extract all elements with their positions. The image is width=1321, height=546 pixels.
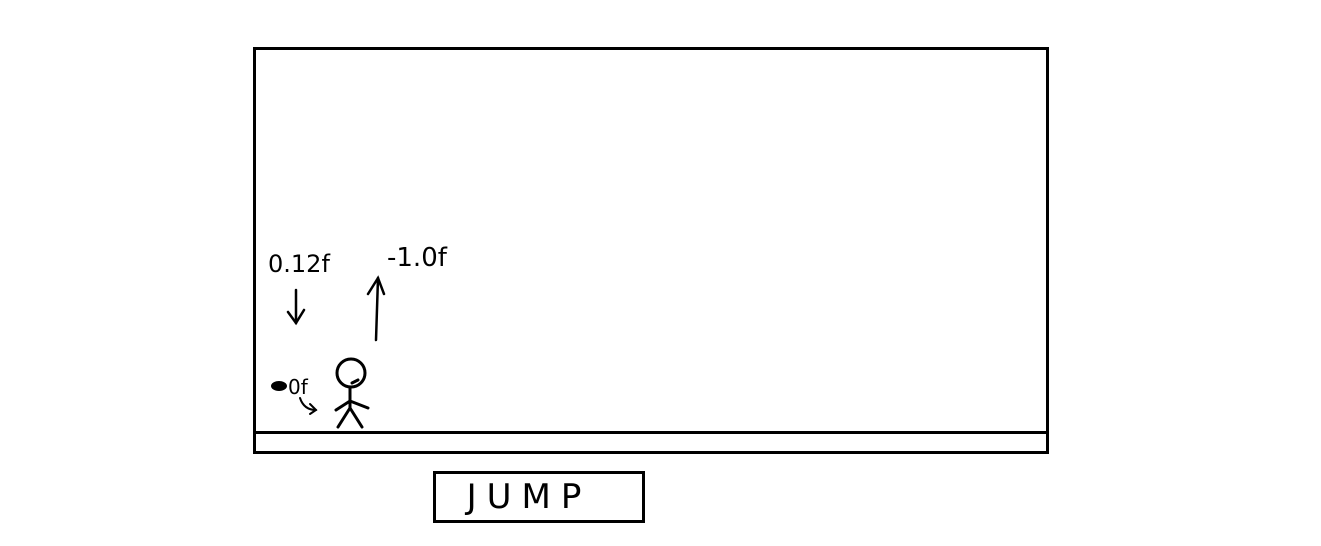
jump-button[interactable]: JUMP xyxy=(433,471,645,523)
gravity-label: 0.12f xyxy=(268,250,330,278)
down-arrow-icon xyxy=(286,288,306,326)
jump-button-label: JUMP xyxy=(466,477,592,517)
ground-object xyxy=(271,381,287,391)
small-arrow-icon xyxy=(299,397,318,415)
up-arrow-icon xyxy=(366,275,386,342)
game-canvas xyxy=(253,47,1049,454)
ground-line xyxy=(256,431,1046,434)
ground-speed-label: 0f xyxy=(288,375,309,399)
jump-velocity-label: -1.0f xyxy=(387,243,448,273)
player-stick-figure-icon xyxy=(334,357,370,429)
